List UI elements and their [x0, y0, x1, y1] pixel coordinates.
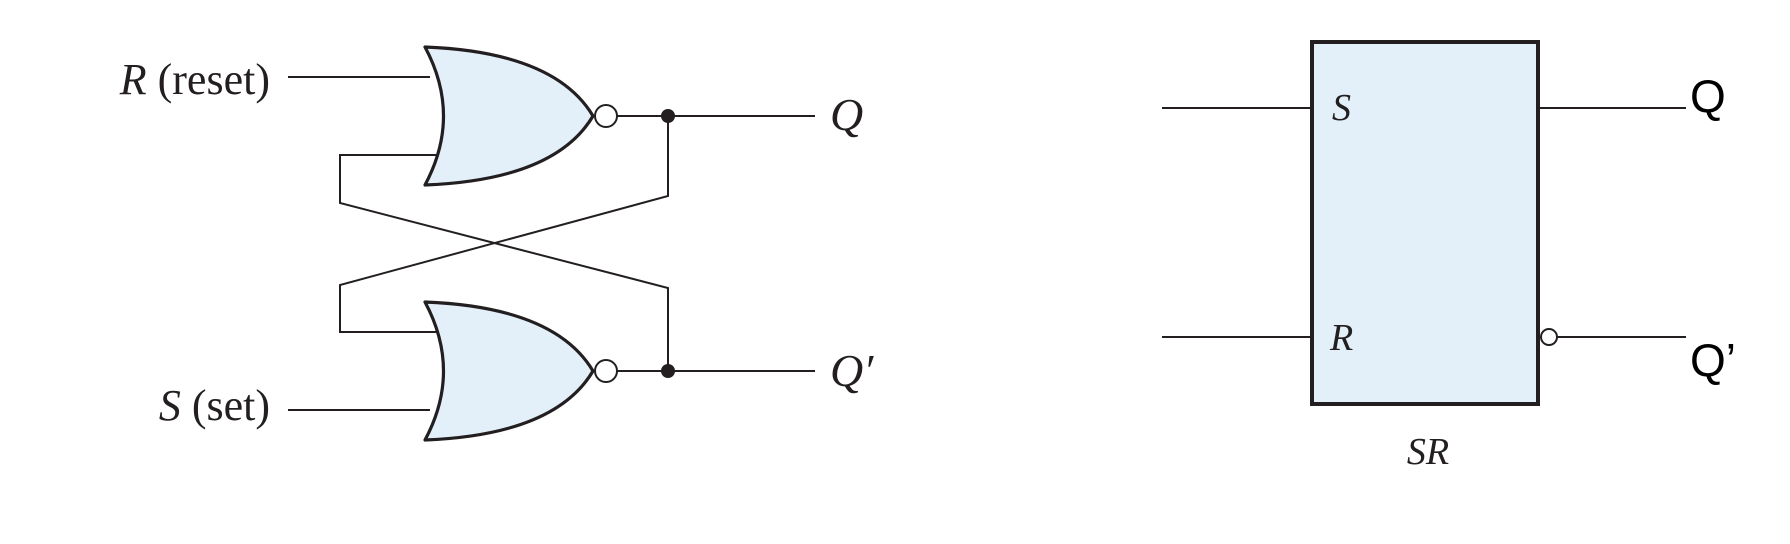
nor-gate-bottom [423, 300, 595, 442]
feedback-wire-q-bar-to-top [339, 154, 669, 371]
q-bar-output-label: Q’ [1690, 334, 1736, 386]
r-pin-label: R [1329, 317, 1353, 359]
reset-input-label: R (reset) [119, 55, 270, 104]
sr-block-symbol: S R SR Q Q’ [1162, 40, 1736, 473]
nor-gate-top [423, 45, 595, 187]
set-input-label: S (set) [159, 381, 270, 430]
nor-gate-bottom-bubble [594, 359, 618, 383]
sr-block-caption: SR [1407, 431, 1449, 473]
feedback-wire-q-to-bottom [339, 116, 669, 333]
sr-block-box [1310, 40, 1540, 406]
s-pin-label: S [1332, 87, 1351, 129]
q-output-label: Q [830, 89, 863, 140]
nor-gate-top-bubble [594, 104, 618, 128]
nor-sr-latch: R (reset) S (set) Q Q′ [119, 45, 874, 442]
q-bar-output-bubble [1540, 328, 1558, 346]
q-bar-output-label: Q′ [830, 345, 874, 396]
q-output-label: Q [1690, 70, 1726, 122]
